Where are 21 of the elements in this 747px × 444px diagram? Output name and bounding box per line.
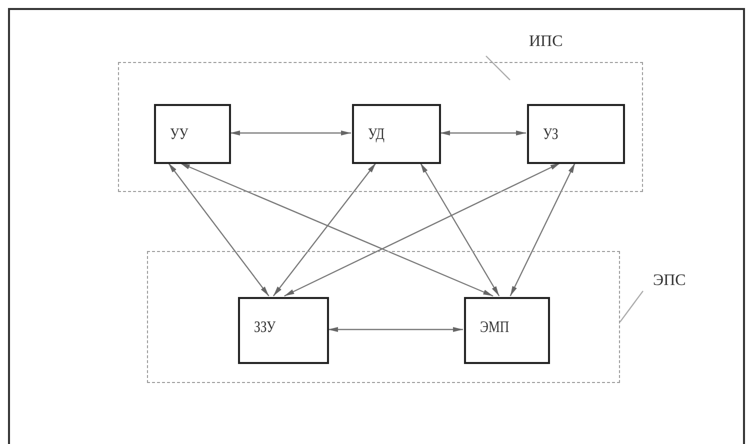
block-label: ЗЗУ xyxy=(254,319,276,337)
block-label: ЭМП xyxy=(480,319,510,337)
block-label: УУ xyxy=(170,126,188,144)
block-label: УЗ xyxy=(543,126,558,144)
group-label: ИПС xyxy=(529,33,563,51)
block-box xyxy=(352,104,441,164)
block-box xyxy=(154,104,231,164)
block-label: УД xyxy=(368,126,384,144)
block-box xyxy=(464,297,550,364)
double-arrow xyxy=(440,130,526,136)
block-box xyxy=(527,104,625,164)
double-arrow xyxy=(180,162,494,297)
group-label: ЭПС xyxy=(653,272,686,290)
double-arrow xyxy=(420,162,500,296)
double-arrow xyxy=(168,162,270,296)
double-arrow xyxy=(510,162,576,296)
double-arrow xyxy=(284,162,561,297)
double-arrow xyxy=(328,327,463,332)
block-box xyxy=(238,297,329,364)
double-arrow xyxy=(272,162,376,296)
double-arrow xyxy=(230,130,351,136)
